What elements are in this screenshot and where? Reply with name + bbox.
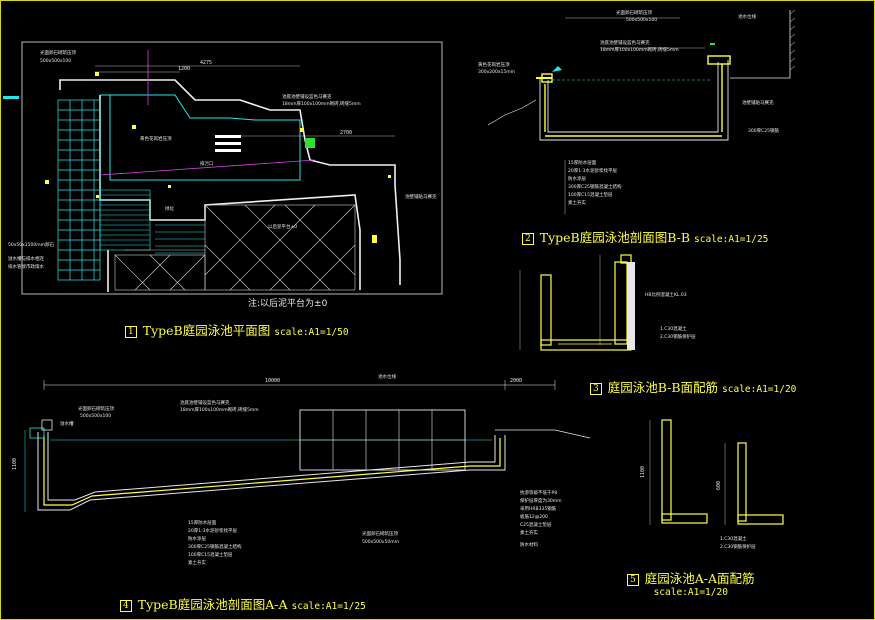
plan-view: 4275 1200 2700 光面卵石砌筑压顶 500x500x100 池底池壁…	[3, 41, 443, 295]
svg-text:300厚C25钢筋混凝土结构: 300厚C25钢筋混凝土结构	[568, 183, 622, 190]
plan-note: 注:以后泥平台为±0	[248, 299, 328, 309]
svg-text:2000: 2000	[510, 378, 522, 384]
title-text: 庭园泳池A-A面配筋	[644, 571, 755, 586]
svg-text:15厚防水层面: 15厚防水层面	[188, 519, 217, 526]
rebar-bb: HB比例混凝土KL.03 1.C30混凝土 2.C30钢筋保护层	[519, 254, 696, 351]
svg-text:100厚C15混凝土垫层: 100厚C15混凝土垫层	[188, 551, 233, 558]
svg-text:光面卵石砌筑压顶: 光面卵石砌筑压顶	[362, 530, 398, 537]
svg-text:抗渗等级不低于P8: 抗渗等级不低于P8	[520, 489, 557, 496]
title-number: 1	[125, 326, 137, 338]
svg-text:防水材料: 防水材料	[520, 541, 538, 548]
rebar-bb-title: 3 庭园泳池B-B面配筋 scale:A1=1/20	[590, 377, 796, 396]
svg-text:600: 600	[716, 481, 722, 490]
title-text: TypeB庭园泳池平面图	[142, 323, 271, 338]
svg-text:排水管接市政雨水: 排水管接市政雨水	[8, 263, 44, 270]
svg-text:光面卵石砌筑压顶: 光面卵石砌筑压顶	[78, 405, 114, 412]
title-number: 5	[627, 574, 639, 586]
svg-text:池底池壁铺设蓝色马赛克: 池底池壁铺设蓝色马赛克	[180, 399, 230, 406]
svg-text:18mm厚100x100mm砌砖,砖缝5mm: 18mm厚100x100mm砌砖,砖缝5mm	[282, 100, 361, 107]
svg-text:以后泥平台±0: 以后泥平台±0	[268, 223, 297, 230]
svg-text:素土夯实: 素土夯实	[188, 559, 206, 566]
svg-text:15厚防水层面: 15厚防水层面	[568, 159, 597, 166]
svg-text:绿化: 绿化	[165, 205, 174, 212]
svg-text:500x500x100: 500x500x100	[80, 413, 111, 419]
svg-text:黄色花岗岩压顶: 黄色花岗岩压顶	[140, 135, 172, 142]
svg-text:池壁铺贴马赛克: 池壁铺贴马赛克	[405, 193, 437, 200]
title-scale: scale:A1=1/50	[274, 327, 349, 338]
title-text: TypeB庭园泳池剖面图B-B	[539, 230, 691, 245]
svg-text:池水位线: 池水位线	[378, 373, 396, 380]
svg-text:1100: 1100	[12, 458, 18, 470]
svg-text:100厚C15混凝土垫层: 100厚C15混凝土垫层	[568, 191, 613, 198]
svg-text:C25混凝土垫层: C25混凝土垫层	[520, 521, 552, 528]
section-aa: 10000 2000 1100 光面卵石砌筑压顶 500x500x100 池底池…	[12, 373, 591, 566]
svg-text:保护层厚度为30mm: 保护层厚度为30mm	[520, 497, 562, 504]
svg-text:素土夯实: 素土夯实	[520, 529, 538, 536]
title-scale: scale:A1=1/25	[291, 601, 366, 612]
section-bb-title: 2 TypeB庭园泳池剖面图B-B scale:A1=1/25	[522, 227, 768, 246]
section-aa-title: 4 TypeB庭园泳池剖面图A-A scale:A1=1/25	[120, 594, 366, 613]
rebar-aa-title: 5 庭园泳池A-A面配筋 scale:A1=1/20	[627, 568, 755, 598]
svg-text:18mm厚100x100mm砌砖,砖缝5mm: 18mm厚100x100mm砌砖,砖缝5mm	[600, 46, 679, 53]
svg-text:黄色花岗岩压顶: 黄色花岗岩压顶	[478, 61, 510, 68]
svg-text:10000: 10000	[265, 378, 280, 384]
svg-text:500x500x100: 500x500x100	[626, 17, 657, 23]
title-number: 2	[522, 233, 534, 245]
svg-text:2.C30钢筋保护层: 2.C30钢筋保护层	[660, 333, 696, 340]
svg-text:1.C30混凝土: 1.C30混凝土	[660, 325, 687, 332]
title-scale: scale:A1=1/20	[653, 587, 728, 598]
svg-text:20厚1:3水泥砂浆找平层: 20厚1:3水泥砂浆找平层	[568, 167, 617, 174]
svg-text:防水涂层: 防水涂层	[188, 535, 206, 542]
title-text: 庭园泳池B-B面配筋	[607, 380, 719, 395]
svg-text:2700: 2700	[340, 130, 352, 136]
section-bb: 光面卵石砌筑压顶 500x500x100 池底池壁铺设蓝色马赛克 18mm厚10…	[478, 9, 796, 214]
title-text: TypeB庭园泳池剖面图A-A	[137, 597, 288, 612]
rebar-aa: 1100 600 1.C30混凝土 2.C30钢筋保护层	[640, 419, 784, 550]
svg-text:溢水槽与排水相连: 溢水槽与排水相连	[8, 255, 44, 262]
title-scale: scale:A1=1/20	[722, 384, 797, 395]
svg-text:素土夯实: 素土夯实	[568, 199, 586, 206]
title-scale: scale:A1=1/25	[694, 234, 769, 245]
title-number: 3	[590, 383, 602, 395]
svg-text:50x50x1500mm卵石: 50x50x1500mm卵石	[8, 241, 54, 248]
svg-text:采用HRB335钢筋: 采用HRB335钢筋	[520, 505, 557, 512]
svg-text:300厚C25钢筋混凝土结构: 300厚C25钢筋混凝土结构	[188, 543, 242, 550]
title-number: 4	[120, 600, 132, 612]
svg-text:18mm厚100x100mm砌砖,砖缝5mm: 18mm厚100x100mm砌砖,砖缝5mm	[180, 406, 259, 413]
svg-text:500x500x100: 500x500x100	[40, 58, 71, 64]
svg-text:池底池壁铺设蓝色马赛克: 池底池壁铺设蓝色马赛克	[282, 93, 332, 100]
svg-text:1.C30混凝土: 1.C30混凝土	[720, 535, 747, 542]
svg-text:4275: 4275	[200, 60, 212, 66]
svg-text:池底池壁铺设蓝色马赛克: 池底池壁铺设蓝色马赛克	[600, 39, 650, 46]
svg-text:溢水槽: 溢水槽	[60, 420, 74, 427]
svg-text:防水涂层: 防水涂层	[568, 175, 586, 182]
svg-text:300厚C25钢筋: 300厚C25钢筋	[748, 127, 779, 134]
svg-text:1100: 1100	[640, 466, 646, 478]
svg-text:光面卵石砌筑压顶: 光面卵石砌筑压顶	[616, 9, 652, 16]
plan-title: 1 TypeB庭园泳池平面图 scale:A1=1/50	[125, 320, 349, 339]
svg-text:池壁铺贴马赛克: 池壁铺贴马赛克	[742, 99, 774, 106]
svg-text:排污口: 排污口	[200, 160, 214, 167]
svg-text:板筋12@200: 板筋12@200	[520, 513, 548, 520]
svg-text:20厚1:3水泥砂浆找平层: 20厚1:3水泥砂浆找平层	[188, 527, 237, 534]
svg-text:500x500x50mm: 500x500x50mm	[362, 539, 399, 545]
svg-text:1200: 1200	[178, 66, 190, 72]
svg-text:光面卵石砌筑压顶: 光面卵石砌筑压顶	[40, 49, 76, 56]
svg-text:2.C30钢筋保护层: 2.C30钢筋保护层	[720, 543, 756, 550]
svg-text:池水位线: 池水位线	[738, 13, 756, 20]
svg-text:HB比例混凝土KL.03: HB比例混凝土KL.03	[645, 291, 687, 298]
svg-text:300x200x15mm: 300x200x15mm	[478, 69, 515, 75]
